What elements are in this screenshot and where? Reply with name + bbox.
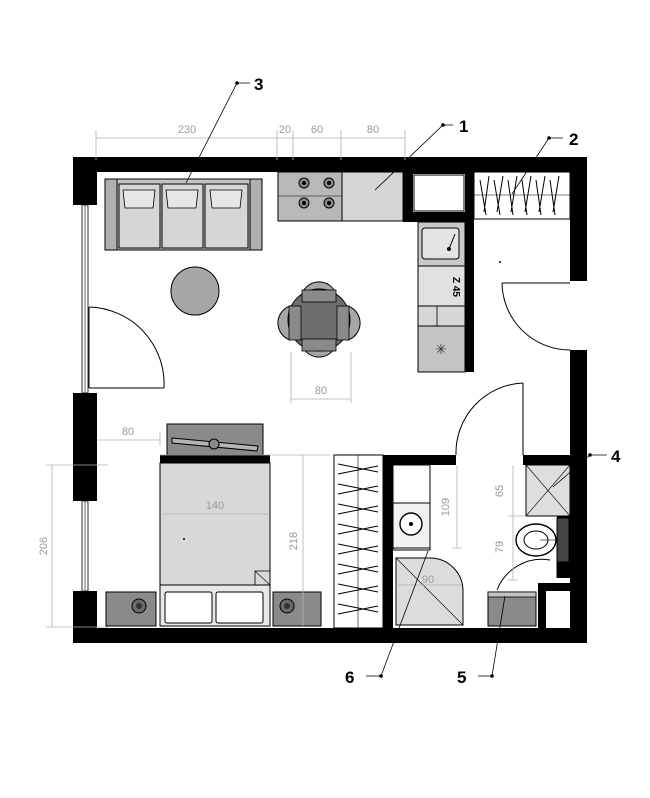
dim-tv-offset: 80 [122,426,134,438]
dim-table: 80 [315,385,327,397]
dim-bed-width: 140 [206,500,224,512]
callout-numbers: 1 2 3 4 5 6 [254,75,621,687]
dim-shower: 90 [422,574,434,586]
callout-4: 4 [611,447,621,466]
nightstand-left [105,591,157,627]
callout-3: 3 [254,75,263,94]
callout-leaders [185,81,607,678]
kitchen-column: Z 45 ✳ [417,221,466,373]
nightstand-right [272,591,322,627]
outer-walls [73,157,587,643]
wardrobe-entrance [473,171,571,220]
dining-set [277,281,361,358]
dimension-labels: 230 20 60 80 80 80 140 218 206 90 109 65… [38,124,506,586]
dim-sink: 109 [440,498,452,516]
washing-machine [487,591,537,627]
shower-tray [525,464,571,517]
dim-counter: 80 [367,124,379,136]
shower [395,557,464,626]
marker-dot [499,261,501,263]
bathroom-door[interactable] [455,382,524,456]
coffee-table [170,266,220,316]
toilet [515,517,570,563]
fridge [413,174,465,212]
dim-stove: 60 [311,124,323,136]
living-door[interactable] [88,306,165,389]
bed [159,462,271,627]
dim-toilet: 79 [494,541,506,553]
dim-sofa: 230 [178,124,196,136]
callout-1: 1 [459,117,468,136]
callout-2: 2 [569,130,578,149]
appliance-label: Z 45 [450,277,461,297]
window-bedroom [81,500,89,592]
dim-bed-length: 218 [288,532,300,550]
kitchen-counter [277,171,404,222]
entrance-door[interactable] [501,282,571,351]
dim-window: 206 [38,537,50,555]
callout-6: 6 [345,668,354,687]
dimension-lines [46,130,526,628]
callout-5: 5 [457,668,466,687]
wardrobe-bedroom [333,454,384,629]
bathroom-sink [392,464,431,551]
window-living [81,204,89,394]
tv-console [166,423,264,456]
stove [298,177,335,209]
dim-shower-tray: 65 [494,485,506,497]
dim-gap: 20 [279,124,291,136]
svg-text:✳: ✳ [435,342,447,358]
sofa [104,178,263,251]
